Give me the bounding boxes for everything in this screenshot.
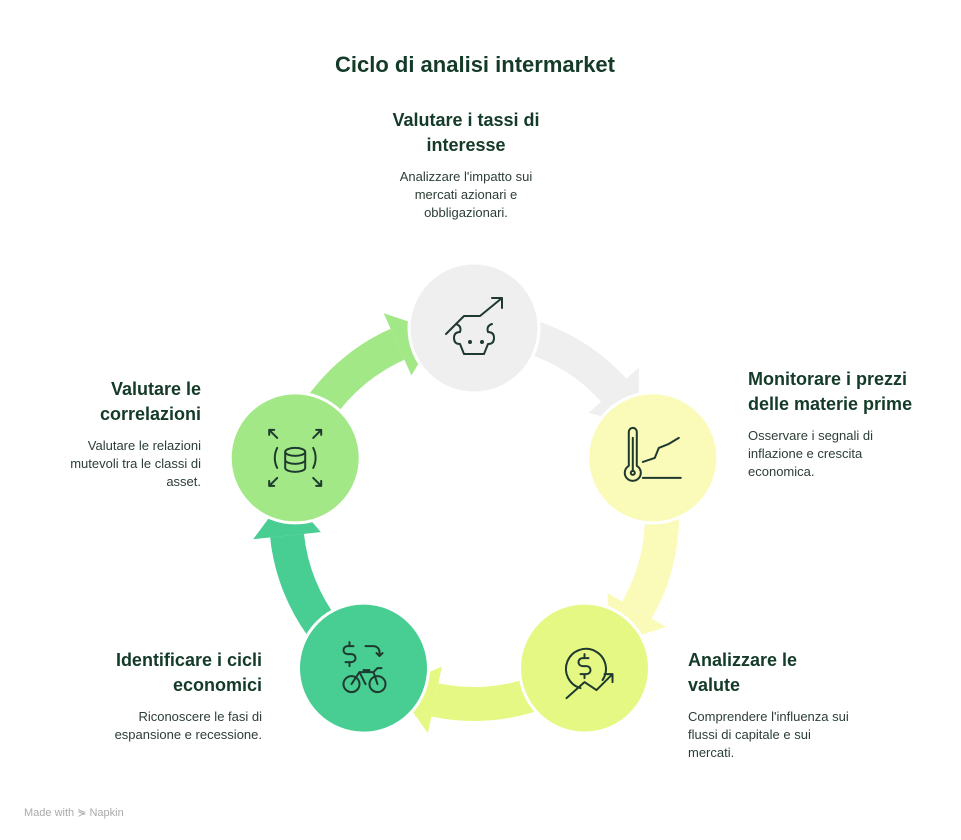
cycle-node-1	[407, 261, 541, 395]
napkin-watermark: Made with ⋟ Napkin	[24, 807, 124, 819]
step-desc: Analizzare l'impatto sui mercati azionar…	[399, 169, 533, 220]
thermometer-trend-icon	[623, 426, 682, 482]
cycle-node-2	[586, 391, 720, 525]
step-heading: Monitorare i prezzi delle materie prime	[748, 369, 913, 414]
step-1-text: Valutare i tassi di interesse Analizzare…	[366, 108, 566, 222]
step-heading: Valutare i tassi di interesse	[392, 110, 540, 155]
node-circle	[296, 601, 430, 735]
cycle-arrow-body	[621, 508, 679, 619]
step-desc: Valutare le relazioni mutevoli tra le cl…	[70, 438, 201, 489]
cycle-arrow-body	[304, 328, 405, 421]
diagram-title: Ciclo di analisi intermarket	[335, 52, 615, 77]
cycle-arrow-body	[431, 676, 545, 721]
step-heading: Identificare i cicli economici	[115, 650, 262, 695]
step-heading: Analizzare le valute	[688, 650, 798, 695]
dollar-bicycle-icon	[342, 641, 387, 694]
node-circle	[228, 391, 362, 525]
dollar-growth-icon	[564, 647, 614, 700]
step-desc: Osservare i segnali di inflazione e cres…	[748, 428, 873, 479]
step-desc: Riconoscere le fasi di espansione e rece…	[114, 709, 262, 742]
database-expand-icon	[268, 428, 323, 487]
cycle-node-4	[296, 601, 430, 735]
step-4-text: Identificare i cicli economici Riconosce…	[92, 648, 262, 744]
step-3-text: Analizzare le valute Comprendere l'influ…	[688, 648, 849, 762]
step-desc: Comprendere l'influenza sui flussi di ca…	[688, 709, 849, 760]
node-circle	[518, 601, 652, 735]
bull-market-trend-icon	[445, 297, 503, 355]
step-5-text: Valutare le correlazioni Valutare le rel…	[41, 377, 201, 491]
step-2-text: Monitorare i prezzi delle materie prime …	[748, 367, 938, 481]
step-heading: Valutare le correlazioni	[99, 379, 201, 424]
cycle-node-3	[518, 601, 652, 735]
cycle-node-5	[228, 391, 362, 525]
cycle-arrow-body	[520, 318, 627, 402]
cycle-arrow-body	[270, 533, 340, 643]
node-circle	[407, 261, 541, 395]
